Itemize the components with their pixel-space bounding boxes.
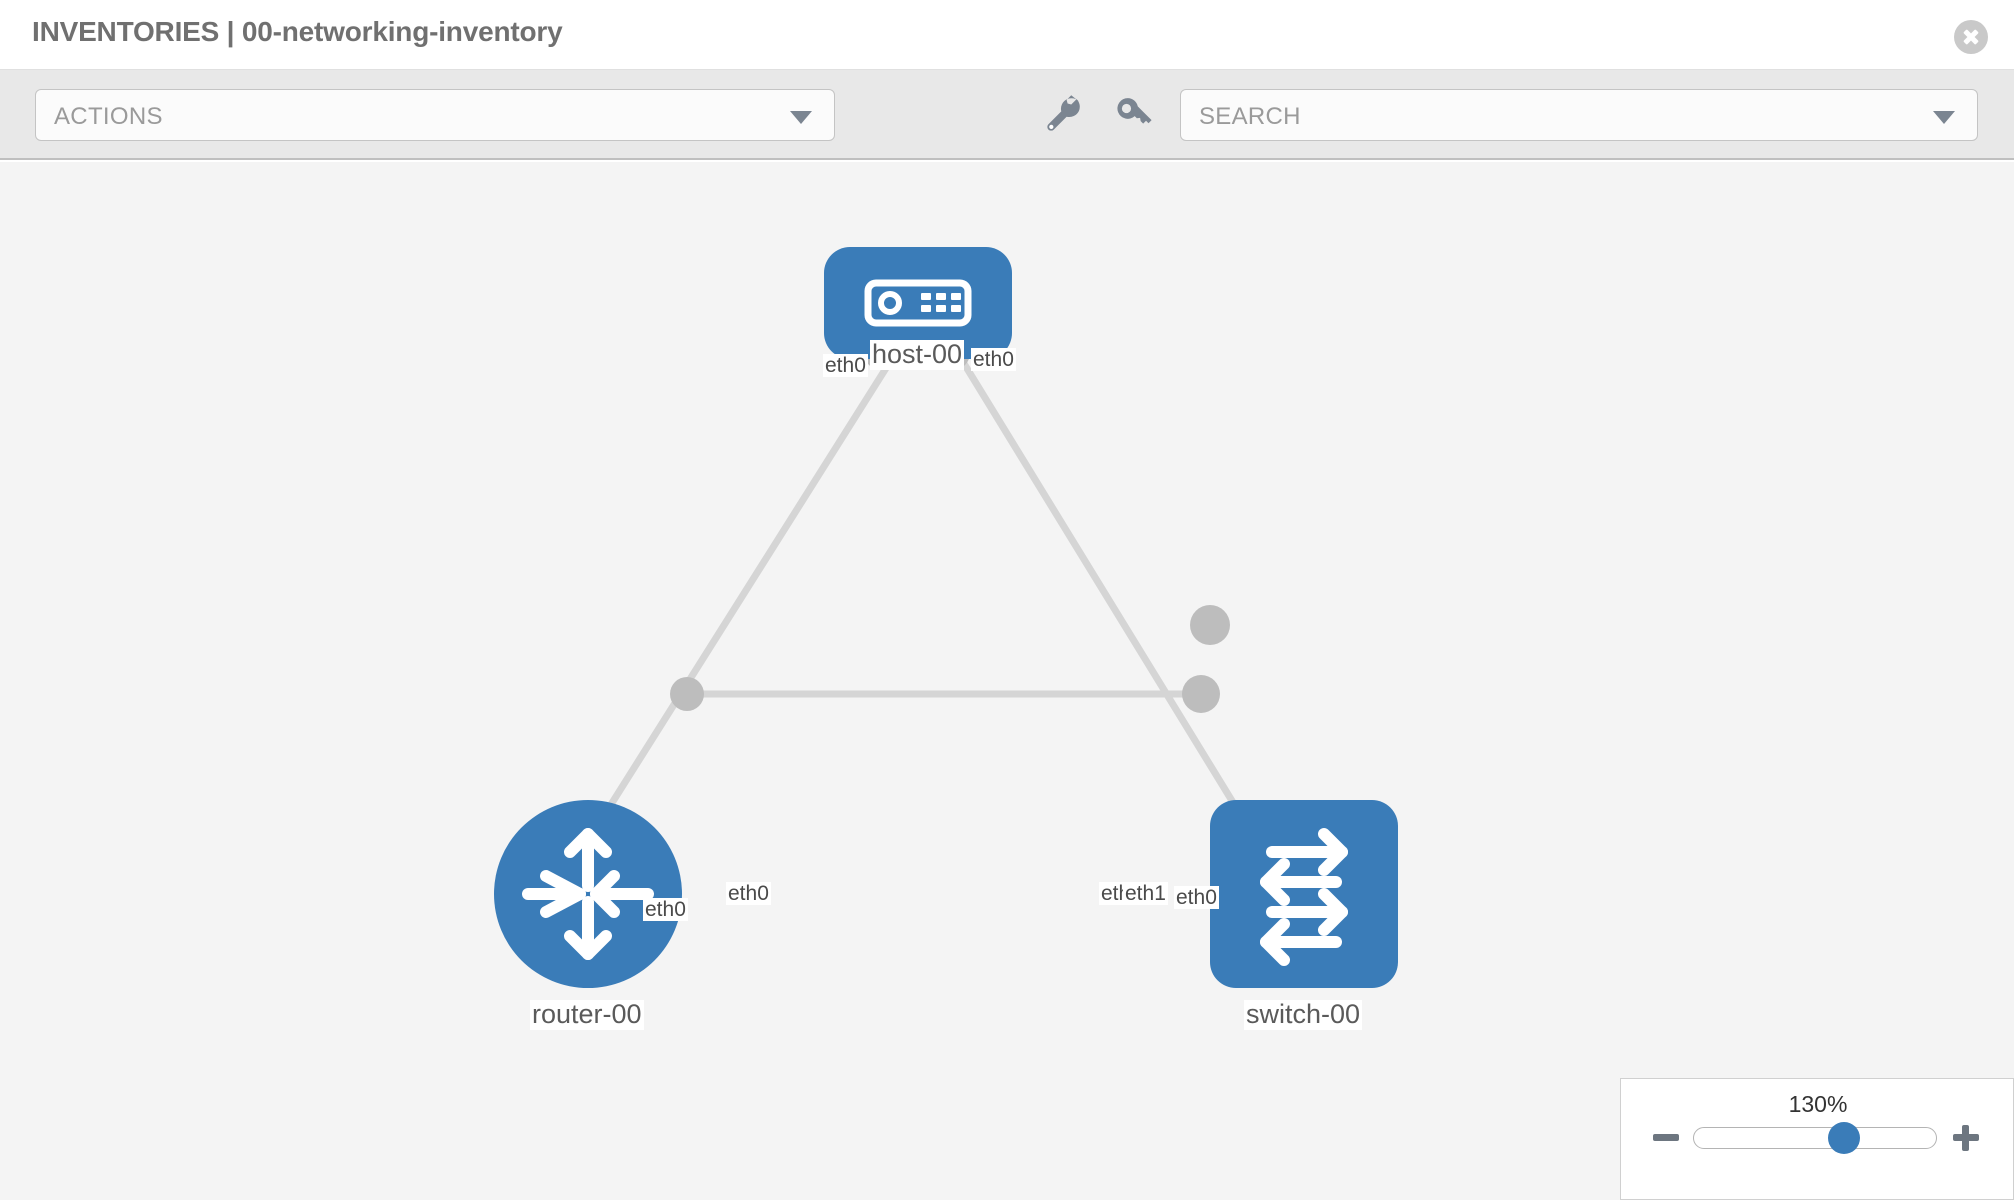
toolbar: ACTIONS SEARCH — [0, 70, 2014, 160]
page-header: INVENTORIES | 00-networking-inventory — [0, 0, 2014, 70]
chevron-down-icon — [790, 111, 812, 124]
connector-router-right — [670, 677, 704, 711]
iface-label-switch-up: eth0 — [1174, 886, 1219, 910]
iface-label-switch-left-eth1: eth1 — [1123, 882, 1168, 906]
zoom-slider-track[interactable] — [1693, 1122, 1937, 1154]
node-host-00[interactable] — [824, 247, 1012, 359]
actions-dropdown-label: ACTIONS — [54, 103, 163, 130]
router-arrows-icon — [494, 800, 682, 988]
actions-dropdown[interactable]: ACTIONS — [35, 89, 835, 141]
node-host-00-label: host-00 — [870, 339, 965, 370]
close-icon[interactable] — [1954, 20, 1988, 54]
edge-host-router — [596, 353, 897, 826]
iface-label-host-left: eth0 — [823, 354, 868, 378]
iface-label-router-up: eth0 — [643, 898, 688, 922]
edge-host-switch — [956, 353, 1249, 826]
zoom-level-value: 130% — [1788, 1091, 1848, 1117]
search-input[interactable]: SEARCH — [1180, 89, 1978, 141]
node-router-00[interactable] — [494, 800, 682, 988]
topology-canvas[interactable]: host-00 router- — [0, 162, 2014, 1200]
search-placeholder: SEARCH — [1199, 103, 1301, 130]
topology-edges — [596, 353, 1249, 826]
page-title: INVENTORIES | 00-networking-inventory — [32, 16, 563, 47]
zoom-control-panel: 130% — [1620, 1078, 2014, 1200]
iface-label-host-right: eth0 — [971, 348, 1016, 372]
wrench-icon[interactable] — [1040, 92, 1086, 138]
key-icon[interactable] — [1110, 92, 1156, 138]
node-router-00-label: router-00 — [530, 999, 644, 1030]
zoom-in-button[interactable] — [1951, 1123, 1981, 1153]
node-switch-00-label: switch-00 — [1244, 999, 1363, 1030]
switch-arrows-icon — [1210, 800, 1398, 988]
zoom-slider-thumb[interactable] — [1828, 1122, 1861, 1154]
zoom-out-button[interactable] — [1651, 1123, 1681, 1153]
node-switch-00-shape — [1210, 800, 1398, 988]
server-icon — [824, 247, 1012, 359]
connector-switch-left — [1182, 675, 1220, 713]
chevron-down-icon[interactable] — [1933, 111, 1955, 124]
iface-label-router-right: eth0 — [726, 882, 771, 906]
connector-switch-top — [1190, 605, 1230, 645]
node-switch-00[interactable] — [1210, 800, 1398, 988]
